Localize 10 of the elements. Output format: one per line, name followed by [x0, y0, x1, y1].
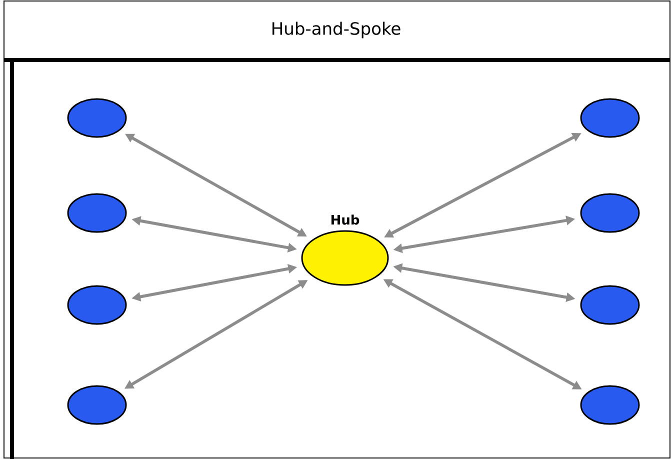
spoke-circle	[580, 285, 640, 325]
title: Hub-and-Spoke	[272, 22, 400, 38]
spoke-circle	[67, 193, 127, 233]
spoke-circle	[580, 193, 640, 233]
spoke-circle	[67, 98, 127, 138]
spoke-circle	[67, 285, 127, 325]
spoke-circle	[580, 98, 640, 138]
spoke-circle	[580, 385, 640, 425]
spoke-circle	[67, 385, 127, 425]
node-label: Hub	[331, 214, 360, 225]
